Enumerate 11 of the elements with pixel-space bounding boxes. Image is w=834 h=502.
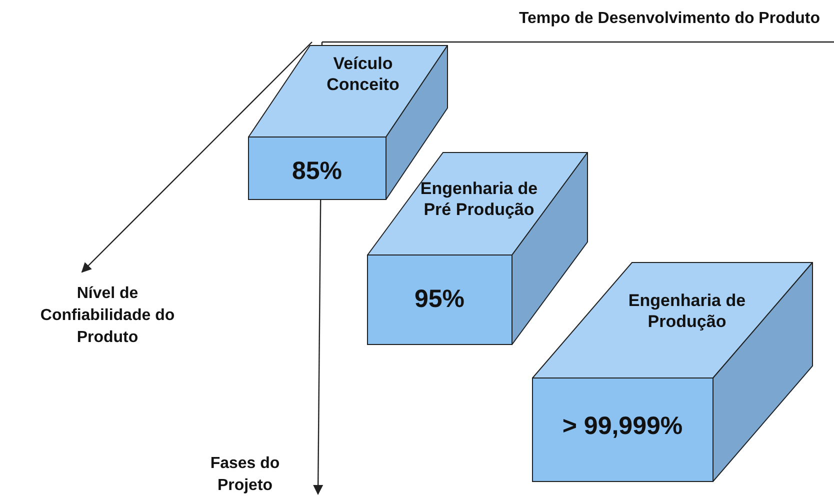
block <box>367 152 588 345</box>
axis-title: Nível de Confiabilidade do Produto <box>39 284 176 348</box>
percentage-value: > 99,999% <box>561 412 684 441</box>
percentage-value: 85% <box>290 157 344 186</box>
block-heading: Engenharia de Pré Produção <box>419 178 539 220</box>
axis-title: Fases do Projeto <box>209 454 281 496</box>
block-heading: Veículo Conceito <box>326 53 400 95</box>
axis-title: Tempo de Desenvolvimento do Produto <box>518 9 820 29</box>
percentage-value: 95% <box>413 285 466 314</box>
block-heading: Engenharia de Produção <box>627 290 747 332</box>
block <box>532 262 813 482</box>
